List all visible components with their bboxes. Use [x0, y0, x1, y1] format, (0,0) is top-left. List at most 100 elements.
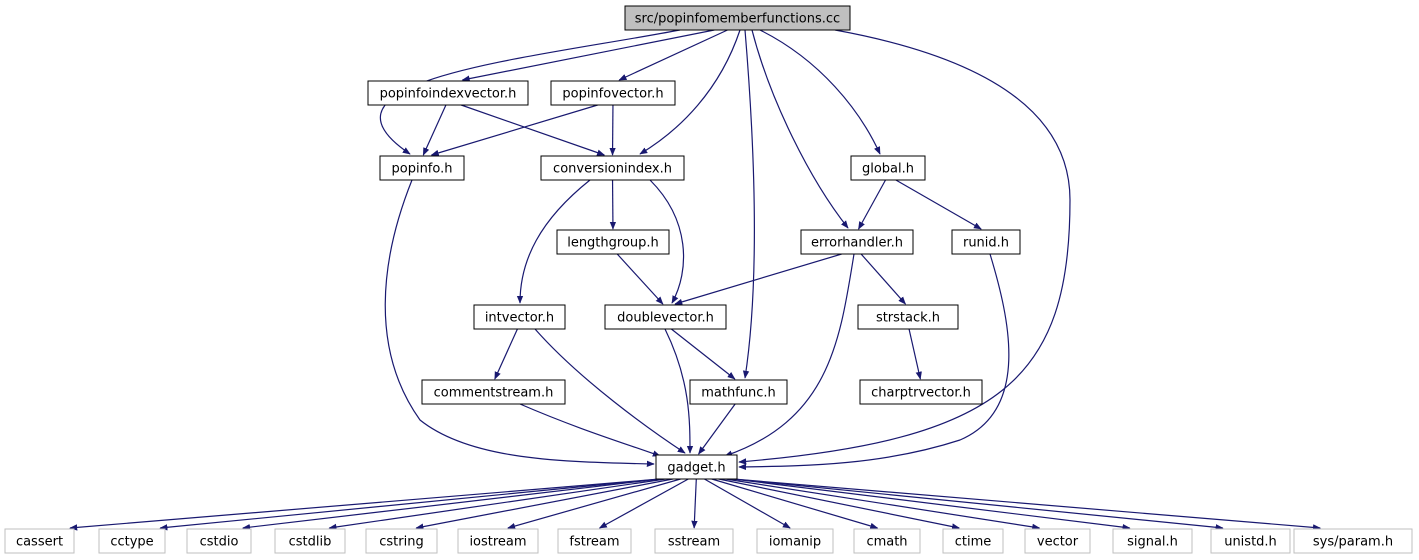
node-cctype: cctype [98, 528, 166, 554]
node-label-gadget: gadget.h [667, 461, 725, 476]
node-label-iostream: iostream [469, 535, 526, 550]
node-label-strstack: strstack.h [876, 311, 940, 326]
node-sstream: sstream [654, 528, 734, 554]
node-label-cstring: cstring [379, 535, 423, 550]
edge-root-to-global [759, 29, 881, 155]
node-cassert: cassert [4, 528, 75, 554]
node-label-cstdlib: cstdlib [289, 535, 332, 550]
node-label-mathfunc: mathfunc.h [701, 386, 776, 401]
edge-global-to-runid [895, 179, 982, 230]
node-popinfo[interactable]: popinfo.h [379, 155, 465, 181]
edge-gadget-to-cctype [159, 478, 661, 531]
edges-layer [69, 29, 1321, 531]
edge-root-to-errorhandler [751, 29, 849, 229]
edge-errorhandler-to-doublevector [674, 253, 842, 305]
edge-errorhandler-to-strstack [860, 253, 906, 305]
node-box-errorhandler [800, 229, 914, 255]
edge-root-to-popinfoindexvector [461, 29, 715, 82]
node-box-cassert [4, 528, 75, 554]
edge-popinfoindexvector-to-conversionindex [460, 104, 606, 156]
node-ctime: ctime [942, 528, 1004, 554]
node-box-strstack [857, 304, 959, 330]
node-box-mathfunc [689, 379, 788, 405]
node-box-signal [1112, 528, 1193, 554]
edge-runid-to-gadget [738, 253, 1010, 471]
node-strstack[interactable]: strstack.h [857, 304, 959, 330]
edge-gadget-to-cstring [415, 478, 674, 530]
node-signal: signal.h [1112, 528, 1193, 554]
node-label-charptrvector: charptrvector.h [871, 386, 971, 401]
edge-intvector-to-gadget [534, 328, 686, 454]
node-errorhandler[interactable]: errorhandler.h [800, 229, 914, 255]
edge-gadget-to-cassert [69, 478, 661, 531]
node-gadget[interactable]: gadget.h [655, 454, 738, 480]
node-commentstream[interactable]: commentstream.h [421, 379, 566, 405]
edge-popinfoindexvector-to-popinfo [422, 104, 447, 156]
node-charptrvector[interactable]: charptrvector.h [859, 379, 983, 405]
node-global[interactable]: global.h [850, 155, 926, 181]
node-label-root: src/popinfomemberfunctions.cc [635, 12, 840, 27]
node-label-sstream: sstream [668, 535, 720, 550]
node-iomanip: iomanip [756, 528, 834, 554]
edge-intvector-to-commentstream [494, 328, 518, 380]
node-popinfoindexvector[interactable]: popinfoindexvector.h [367, 80, 529, 106]
node-label-lengthgroup: lengthgroup.h [567, 236, 659, 251]
node-label-cmath: cmath [866, 535, 907, 550]
node-doublevector[interactable]: doublevector.h [604, 304, 727, 330]
node-label-cassert: cassert [16, 535, 63, 550]
node-box-vector [1024, 528, 1091, 554]
node-label-conversionindex: conversionindex.h [553, 162, 672, 177]
node-label-errorhandler: errorhandler.h [811, 236, 903, 251]
node-runid[interactable]: runid.h [951, 229, 1021, 255]
node-root[interactable]: src/popinfomemberfunctions.cc [624, 5, 851, 31]
edge-errorhandler-to-gadget [724, 253, 855, 457]
node-box-runid [951, 229, 1021, 255]
node-box-intvector [473, 304, 566, 330]
edge-lengthgroup-to-doublevector [616, 253, 664, 305]
node-box-popinfoindexvector [367, 80, 529, 106]
node-intvector[interactable]: intvector.h [473, 304, 566, 330]
edge-root-to-conversionindex [639, 29, 741, 155]
edge-gadget-to-cstdlib [328, 478, 666, 531]
node-box-lengthgroup [556, 229, 670, 255]
node-sysparam: sys/param.h [1293, 528, 1413, 554]
node-label-sysparam: sys/param.h [1313, 535, 1393, 550]
node-iostream: iostream [457, 528, 539, 554]
node-box-cstring [365, 528, 438, 554]
node-box-popinfovector [550, 80, 676, 106]
edge-popinfo-to-gadget [384, 179, 655, 468]
edge-gadget-to-vector [725, 478, 1041, 531]
edge-doublevector-to-gadget [664, 328, 694, 454]
node-label-cctype: cctype [110, 535, 153, 550]
node-box-fstream [557, 528, 632, 554]
edge-gadget-to-iostream [507, 478, 681, 530]
node-cmath: cmath [853, 528, 921, 554]
node-mathfunc[interactable]: mathfunc.h [689, 379, 788, 405]
node-box-root [624, 5, 851, 31]
node-box-charptrvector [859, 379, 983, 405]
edge-gadget-to-cstdio [242, 478, 661, 531]
node-box-cctype [98, 528, 166, 554]
node-lengthgroup[interactable]: lengthgroup.h [556, 229, 670, 255]
node-label-popinfo: popinfo.h [392, 162, 453, 177]
edge-root-to-mathfunc [742, 29, 756, 379]
node-fstream: fstream [557, 528, 632, 554]
node-unistd: unistd.h [1210, 528, 1291, 554]
edge-popinfovector-to-popinfo [430, 104, 598, 156]
node-conversionindex[interactable]: conversionindex.h [540, 155, 685, 181]
edge-root-to-popinfo [379, 29, 681, 155]
node-label-unistd: unistd.h [1224, 535, 1277, 550]
edge-gadget-to-cmath [711, 478, 879, 530]
node-label-vector: vector [1037, 535, 1079, 550]
node-box-commentstream [421, 379, 566, 405]
edge-gadget-to-unistd [732, 478, 1224, 531]
edge-root-to-gadget [738, 29, 1071, 465]
node-box-conversionindex [540, 155, 685, 181]
node-popinfovector[interactable]: popinfovector.h [550, 80, 676, 106]
edge-gadget-to-ctime [718, 478, 960, 530]
edge-gadget-to-fstream [598, 478, 689, 529]
node-label-intvector: intvector.h [485, 311, 554, 326]
edge-commentstream-to-gadget [519, 403, 661, 457]
edge-gadget-to-sysparam [732, 478, 1321, 531]
